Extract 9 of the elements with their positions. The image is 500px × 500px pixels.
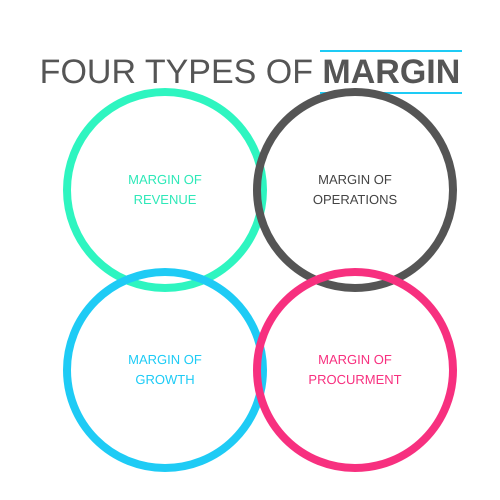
circle-outline (63, 88, 267, 292)
circle-label: MARGIN OF GROWTH (127, 351, 203, 389)
circle-outline (253, 268, 457, 472)
circle-label: MARGIN OF REVENUE (127, 171, 203, 209)
circle-label: MARGIN OF OPERATIONS (312, 171, 398, 209)
circle-label: MARGIN OF PROCURMENT (307, 351, 403, 389)
title: FOUR TYPES OF MARGIN (38, 52, 462, 92)
circle-outline (253, 88, 457, 292)
circle-outline (63, 268, 267, 472)
